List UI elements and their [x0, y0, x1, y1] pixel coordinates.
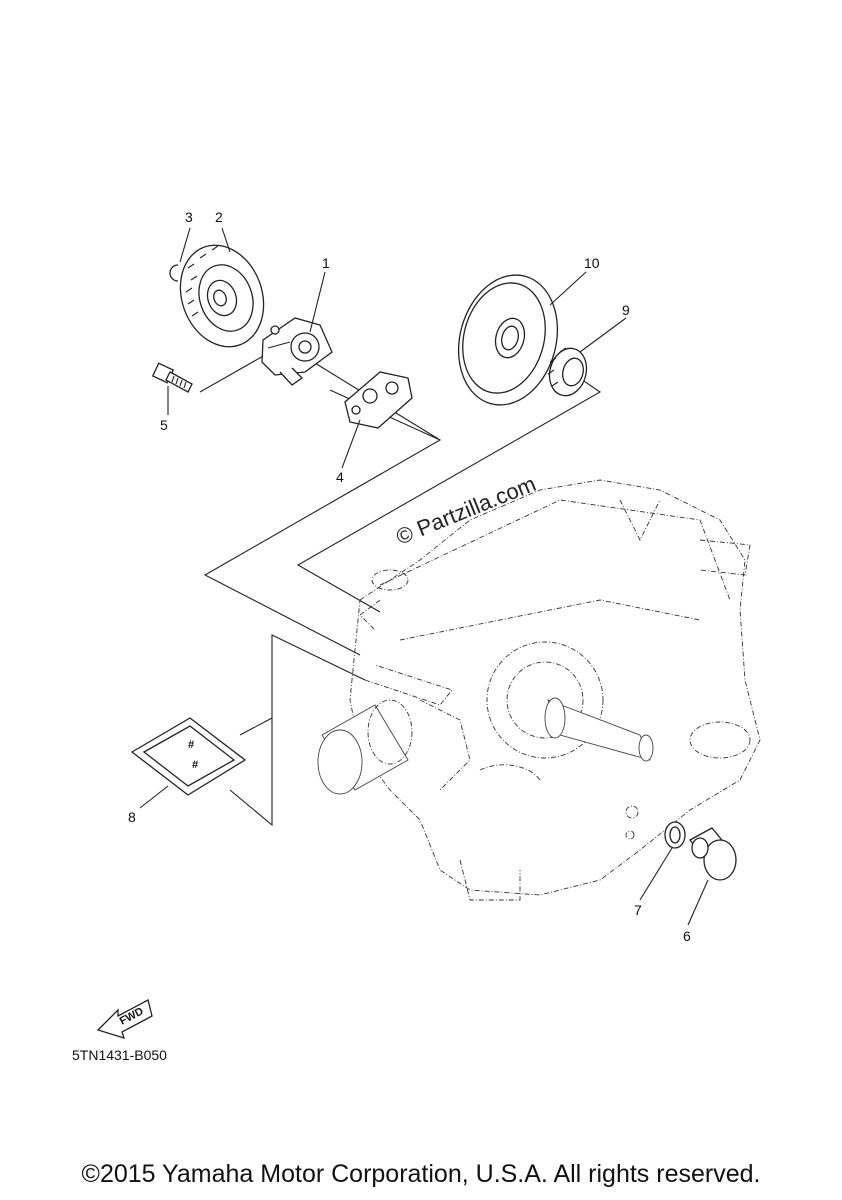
fwd-arrow-icon: FWD: [96, 999, 153, 1039]
crankcase-outline: [349, 479, 761, 901]
part-3-circlip: [169, 264, 179, 282]
crankshaft-outline: [486, 641, 654, 762]
callout-2: 2: [215, 209, 223, 225]
callout-6: 6: [683, 928, 691, 944]
part-4-gasket: [344, 371, 413, 429]
callout-8: 8: [128, 809, 136, 825]
strainer-mesh-mark: #: [188, 739, 194, 751]
watermark-text: © Partzilla.com: [393, 471, 540, 550]
copyright-footer: ©2015 Yamaha Motor Corporation, U.S.A. A…: [81, 1160, 761, 1188]
part-7-washer: [664, 821, 686, 849]
part-10-drive-gear: [457, 274, 559, 406]
diagram-part-code: 5TN1431-B050: [72, 1047, 167, 1063]
callout-5: 5: [160, 417, 168, 433]
callout-7: 7: [634, 902, 642, 918]
strainer-mesh-mark: #: [192, 759, 198, 771]
part-2-driven-gear: [179, 244, 265, 348]
part-5-bolt: [151, 362, 193, 393]
part-9-gear: [547, 347, 588, 397]
part-1-oil-pump: [261, 317, 333, 386]
callout-leaders: [139, 227, 709, 926]
oil-filter-outline: [317, 699, 413, 795]
part-8-strainer: # #: [130, 717, 247, 796]
oil-passage-outline: [364, 664, 453, 706]
part-6-drain-plug: [689, 827, 737, 881]
callout-4: 4: [336, 469, 344, 485]
callout-9: 9: [622, 302, 630, 318]
callout-10: 10: [584, 255, 600, 271]
callout-3: 3: [185, 209, 193, 225]
exploded-parts-diagram: # # 3 2 1 5 4 10 9 8 7 6 © Partzilla.com…: [72, 209, 761, 1063]
callout-1: 1: [322, 255, 330, 271]
